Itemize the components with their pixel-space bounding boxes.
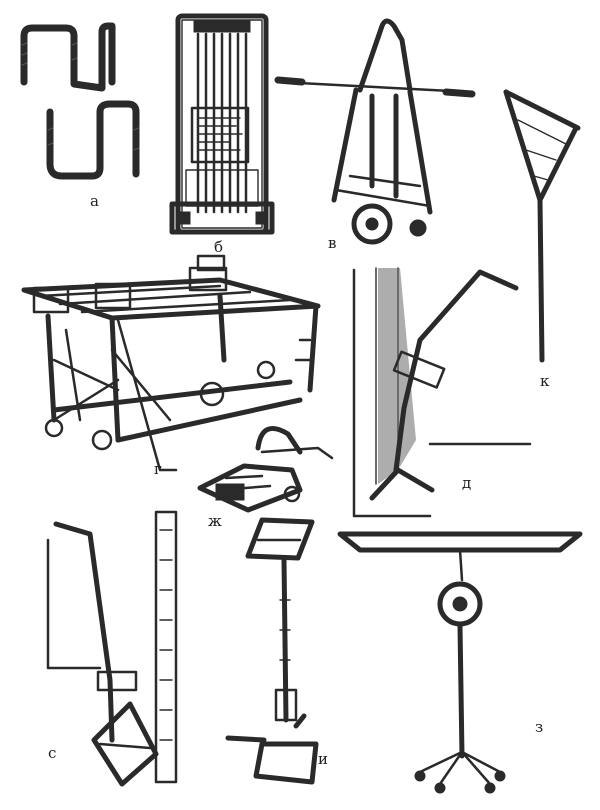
label-zh: ж (208, 512, 222, 530)
label-k: к (540, 372, 550, 390)
item-b-cabinet (169, 13, 275, 235)
item-g-scaffold-cart (21, 254, 321, 472)
label-z: з (535, 718, 543, 736)
item-s-lever-tool (46, 510, 178, 787)
label-i: и (318, 750, 328, 768)
label-v: в (328, 234, 336, 252)
label-s: с (48, 744, 56, 762)
item-z-t-stand (337, 531, 583, 794)
item-v-cart (274, 18, 476, 245)
label-a: а (90, 192, 99, 210)
item-k-pole (503, 89, 581, 363)
item-a-brackets (20, 22, 140, 180)
label-d: д (462, 474, 471, 492)
label-b: б (214, 238, 223, 256)
item-i-prop (225, 517, 319, 785)
item-zh-small-cart (197, 425, 334, 513)
item-d-wall-tool (352, 267, 532, 518)
label-g: г (154, 460, 162, 478)
